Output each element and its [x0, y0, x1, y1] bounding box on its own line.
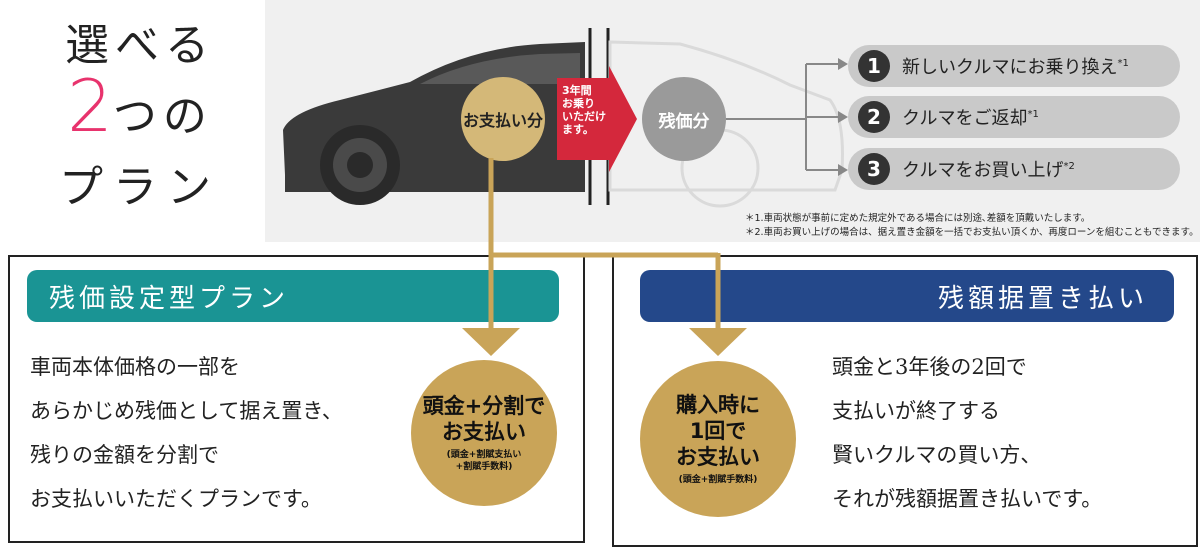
plan-right-circle: 購入時に 1回で お支払い (頭金+割賦手数料)	[640, 361, 796, 517]
title-line-3: プラン	[59, 162, 221, 213]
title-line-1: 選べる	[65, 20, 215, 71]
payment-circle: お支払い分	[461, 77, 545, 161]
option-label: 新しいクルマにお乗り換え*1	[902, 57, 1129, 78]
plan-left-circle: 頭金+分割で お支払い (頭金+割賦支払い +割賦手数料)	[411, 360, 557, 506]
page-title: 選べる 2つの プラン	[40, 18, 240, 218]
option-number-badge: 3	[858, 153, 890, 185]
residual-circle: 残価分	[642, 77, 726, 161]
car-body-light	[608, 40, 844, 192]
plan-left-title: 残価設定型プラン	[27, 270, 559, 322]
option-number-badge: 1	[858, 50, 890, 82]
footnote-1: ＊1.車両状態が事前に定めた規定外である場合には別途､差額を頂戴いたします。	[745, 213, 1091, 224]
red-arrow-text: 3年間お乗りいただけます。	[562, 84, 614, 136]
red-arrow-line: 3年間	[562, 84, 592, 97]
plan-left-description: 車両本体価格の一部を あらかじめ残価として据え置き、 残りの金額を分割で お支払…	[30, 355, 343, 511]
red-arrow-line: ます。	[562, 123, 594, 136]
red-arrow-line: いただけ	[562, 110, 606, 123]
red-arrow-line: お乗り	[562, 97, 595, 110]
title-line-2-suffix: つの	[112, 91, 213, 142]
footnote-2: ＊2.車両お買い上げの場合は、据え置き金額を一括でお支払い頂くか、再度ローンを組…	[745, 227, 1199, 238]
option-number-badge: 2	[858, 101, 890, 133]
red-arrow	[557, 66, 637, 172]
title-number: 2	[67, 64, 113, 148]
car-window-dark	[420, 53, 580, 84]
option-trade-in: 1 新しいクルマにお乗り換え*1	[848, 45, 1180, 87]
option-return: 2 クルマをご返却*1	[848, 96, 1180, 138]
option-label: クルマをご返却*1	[902, 108, 1039, 129]
option-purchase: 3 クルマをお買い上げ*2	[848, 148, 1180, 190]
title-line-2: 2つの	[40, 70, 240, 158]
plan-right-description: 頭金と3年後の2回で 支払いが終了する 賢いクルマの買い方、 それが残額据置き払…	[832, 355, 1103, 511]
option-label: クルマをお買い上げ*2	[902, 160, 1075, 181]
plan-right-title: 残額据置き払い	[640, 270, 1174, 322]
